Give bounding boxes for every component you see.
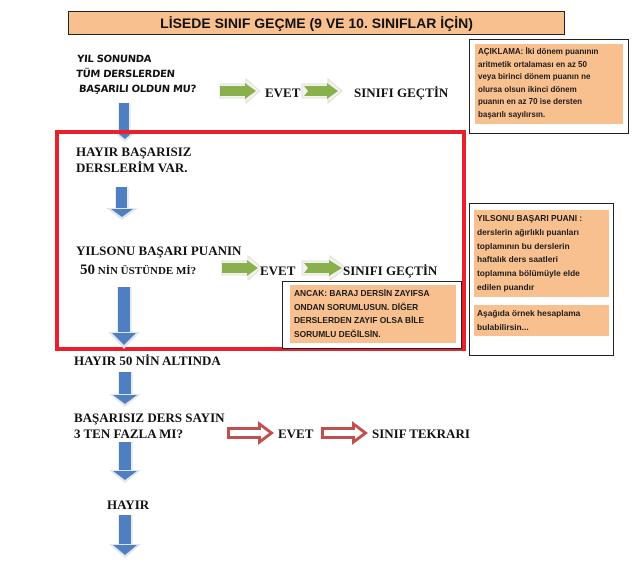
- down-arrow-icon: [109, 515, 141, 558]
- step5-yes-label: EVET: [278, 426, 314, 441]
- aciklama-line: AÇIKLAMA: İki dönem puanının: [478, 47, 599, 56]
- step1-question: YIL SONUNDA TÜM DERSLERDEN BAŞARILI OLDU…: [74, 52, 198, 97]
- step4-label: HAYIR 50 NİN ALTINDA: [74, 353, 221, 368]
- highlight-frame: [55, 130, 466, 351]
- yilsonu-line: toplamının bu derslerin: [477, 240, 570, 251]
- yilsonu-line: YILSONU BAŞARI PUANI :: [477, 213, 583, 223]
- step2-line: HAYIR BAŞARISIZ: [76, 144, 192, 159]
- outlined-right-arrow-icon: [227, 421, 274, 445]
- step1-yes-label: EVET: [265, 85, 301, 100]
- step5-question-line: 3 TEN FAZLA MI?: [74, 426, 183, 441]
- yilsonu-line: haftalık ders saatleri: [477, 254, 558, 265]
- right-arrow-icon: [219, 77, 261, 105]
- right-arrow-icon: [221, 254, 263, 282]
- step3-question-rest: NİN ÜSTÜNDE Mİ?: [95, 265, 197, 277]
- down-arrow-icon: [109, 442, 141, 483]
- step2-line: DERSLERİM VAR.: [76, 160, 188, 175]
- ancak-note: ANCAK: BARAJ DERSİN ZAYIFSA ONDAN SORUML…: [282, 281, 462, 349]
- page-title: LİSEDE SINIF GEÇME (9 VE 10. SINIFLAR İÇ…: [68, 11, 565, 35]
- step5-result: SINIF TEKRARI: [372, 426, 470, 441]
- step3-result: SINIFI GEÇTİN: [343, 263, 438, 278]
- step5-question: BAŞARISIZ DERS SAYIN 3 TEN FAZLA MI?: [74, 410, 225, 442]
- aciklama-line: aritmetik ortalaması en az 50: [478, 59, 587, 69]
- ancak-line: SORUMLU DEĞİLSİN.: [294, 328, 381, 339]
- step1-question-line: YIL SONUNDA: [76, 54, 152, 65]
- step3-threshold: 50: [80, 262, 95, 278]
- outlined-right-arrow-icon: [321, 421, 368, 445]
- asagida-line: Aşağıda örnek hesaplama: [477, 307, 581, 318]
- ancak-line: ANCAK: BARAJ DERSİN ZAYIFSA: [294, 288, 430, 298]
- step1-question-line: TÜM DERSLERDEN: [75, 69, 176, 80]
- yilsonu-line: edilen puandır: [477, 281, 535, 292]
- yilsonu-note-body: YILSONU BAŞARI PUANI : derslerin ağırlık…: [474, 210, 609, 297]
- step1-result: SINIFI GEÇTİN: [354, 85, 449, 100]
- right-arrow-icon: [301, 255, 347, 281]
- ancak-line: DERSLERDEN ZAYIF OLSA BİLE: [294, 315, 425, 326]
- aciklama-line: puanın en az 70 ise dersten: [478, 97, 583, 107]
- yilsonu-note: YILSONU BAŞARI PUANI : derslerin ağırlık…: [469, 203, 614, 356]
- ancak-line: ONDAN SORUMLUSUN. DİĞER: [294, 301, 419, 312]
- right-arrow-icon: [301, 77, 343, 105]
- down-arrow-icon: [106, 187, 138, 220]
- down-arrow-icon: [108, 287, 140, 349]
- step3-question-line2: 50 NİN ÜSTÜNDE Mİ?: [80, 262, 196, 279]
- down-arrow-icon: [109, 372, 141, 407]
- aciklama-note: AÇIKLAMA: İki dönem puanının aritmetik o…: [469, 39, 629, 134]
- ancak-note-body: ANCAK: BARAJ DERSİN ZAYIFSA ONDAN SORUML…: [290, 285, 456, 344]
- asagida-note: Aşağıda örnek hesaplama bulabilirsin...: [474, 304, 609, 337]
- step6-label: HAYIR: [107, 497, 150, 512]
- aciklama-line: olursa olsun ikinci dönem: [478, 84, 577, 94]
- aciklama-note-body: AÇIKLAMA: İki dönem puanının aritmetik o…: [475, 44, 623, 124]
- step1-question-line: BAŞARILI OLDUN MU?: [78, 84, 197, 95]
- step5-question-line: BAŞARISIZ DERS SAYIN: [74, 410, 225, 425]
- aciklama-line: başarılı sayılırsın.: [478, 109, 546, 119]
- yilsonu-line: toplamına bölümüyle elde: [477, 268, 580, 279]
- step3-question-line1: YILSONU BAŞARI PUANIN: [76, 243, 242, 258]
- step3-yes-label: EVET: [260, 263, 296, 278]
- yilsonu-line: derslerin ağırlıklı puanları: [477, 226, 579, 237]
- aciklama-line: veya birinci dönem puanın ne: [478, 72, 591, 82]
- step2-label: HAYIR BAŞARISIZ DERSLERİM VAR.: [76, 144, 191, 176]
- asagida-line: bulabilirsin...: [477, 321, 529, 332]
